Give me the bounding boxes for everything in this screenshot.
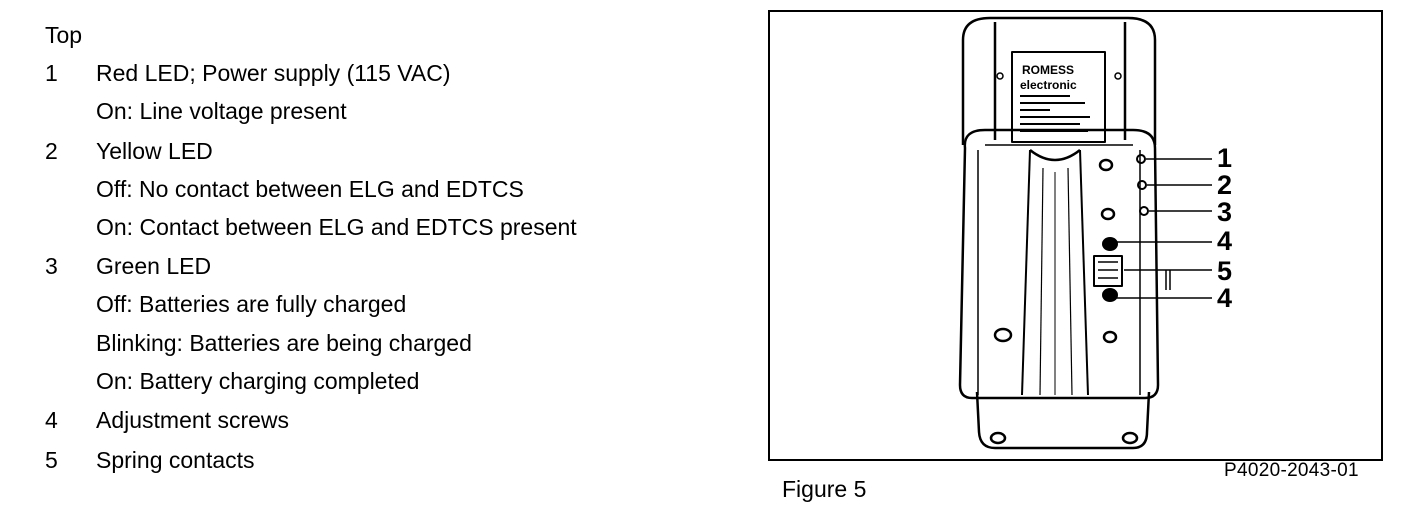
label-plate <box>1011 51 1106 143</box>
yellow-led <box>1137 180 1147 190</box>
legend-item-number: 1 <box>45 60 58 86</box>
rear-housing <box>961 16 1157 145</box>
figure-reference-code: P4020-2043-01 <box>1224 460 1359 481</box>
legend-heading: Top <box>45 22 83 48</box>
callout-3: 3 <box>1217 197 1232 227</box>
label-logo-line1: ROMESS <box>1022 63 1074 77</box>
red-led <box>1136 154 1146 164</box>
legend-item-text: Off: No contact between ELG and EDTCS <box>96 176 524 202</box>
callout-2: 2 <box>1217 170 1232 200</box>
green-led <box>1139 206 1149 216</box>
legend-item-text: Green LED <box>96 253 212 279</box>
legend-item-text: Spring contacts <box>96 447 255 473</box>
callout-5: 5 <box>1217 256 1232 286</box>
mounting-hole <box>989 431 1007 445</box>
legend-item-text: Yellow LED <box>96 138 213 164</box>
callout-4b: 4 <box>1217 283 1232 313</box>
legend-item-text: Red LED; Power supply (115 VAC) <box>96 60 451 86</box>
spring-contacts <box>1093 255 1123 287</box>
legend-item-text: Blinking: Batteries are being charged <box>96 330 472 356</box>
figure-caption: Figure 5 <box>782 476 867 502</box>
legend-item-text: Adjustment screws <box>96 407 290 433</box>
device-illustration: ROMESS electronic 1 2 3 4 5 4 <box>958 16 1232 450</box>
center-channel <box>1029 149 1081 162</box>
legend-item-text: On: Contact between ELG and EDTCS presen… <box>96 214 577 240</box>
legend-panel: Top 1 Red LED; Power supply (115 VAC) On… <box>45 22 577 473</box>
adjustment-screw <box>1102 288 1118 302</box>
figure-frame: ROMESS electronic 1 2 3 4 5 4 <box>768 10 1383 461</box>
legend-item-number: 2 <box>45 138 58 164</box>
legend-item-text: On: Line voltage present <box>96 98 347 124</box>
mounting-base <box>975 391 1151 450</box>
legend-item-text: Off: Batteries are fully charged <box>96 291 407 317</box>
legend-item-number: 4 <box>45 407 58 433</box>
legend-item-number: 3 <box>45 253 58 279</box>
legend-item-number: 5 <box>45 447 58 473</box>
callout-4: 4 <box>1217 226 1232 256</box>
charger-cradle <box>958 128 1160 400</box>
adjustment-screw <box>1102 237 1118 251</box>
callout-1: 1 <box>1217 143 1232 173</box>
mounting-hole <box>1121 431 1139 445</box>
legend-item-text: On: Battery charging completed <box>96 368 420 394</box>
label-logo-line2: electronic <box>1020 78 1077 92</box>
